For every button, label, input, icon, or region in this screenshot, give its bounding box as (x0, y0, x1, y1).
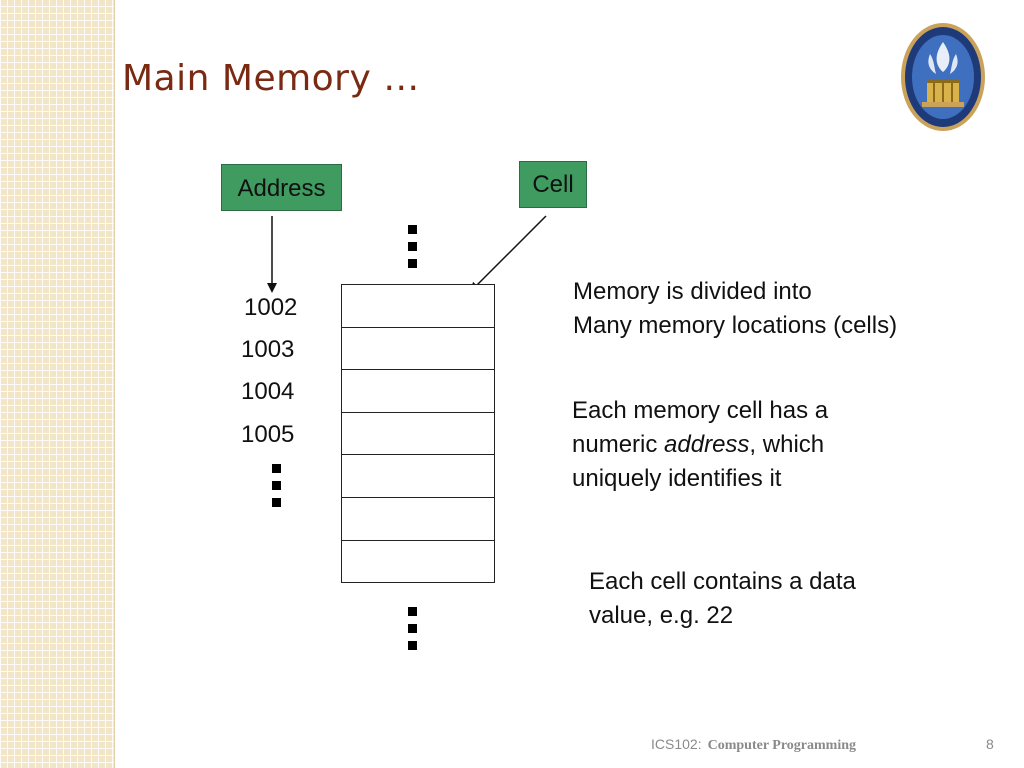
university-seal-icon (901, 23, 985, 131)
memory-cell (342, 328, 494, 371)
cell-arrow (469, 215, 547, 293)
course-code: ICS102: (651, 736, 702, 752)
vertical-ellipsis-icon (408, 225, 418, 276)
memory-cell (342, 285, 494, 328)
address-1004: 1004 (241, 378, 295, 405)
address-1003: 1003 (241, 336, 295, 363)
memory-division-text: Memory is divided into Many memory locat… (573, 278, 898, 339)
cell-value-text: Each cell contains a data value, e.g. 22 (589, 568, 856, 629)
page-number: 8 (986, 736, 994, 752)
memory-column (341, 284, 495, 583)
cell-label-box: Cell (519, 161, 587, 208)
memory-cell (342, 413, 494, 456)
address-1005: 1005 (241, 421, 295, 448)
footer-course: ICS102: Computer Programming (651, 736, 856, 754)
memory-cell (342, 370, 494, 413)
address-label-box: Address (221, 164, 342, 211)
vertical-ellipsis-icon (408, 607, 418, 658)
memory-cell (342, 498, 494, 541)
course-name: Computer Programming (707, 738, 857, 753)
address-1002: 1002 (244, 294, 298, 321)
address-description-text: Each memory cell has a numeric address, … (572, 397, 829, 492)
decorative-sidebar (0, 0, 115, 768)
slide-title: Main Memory … (122, 58, 420, 99)
memory-cell (342, 541, 494, 584)
memory-cell (342, 455, 494, 498)
vertical-ellipsis-icon (272, 464, 282, 515)
